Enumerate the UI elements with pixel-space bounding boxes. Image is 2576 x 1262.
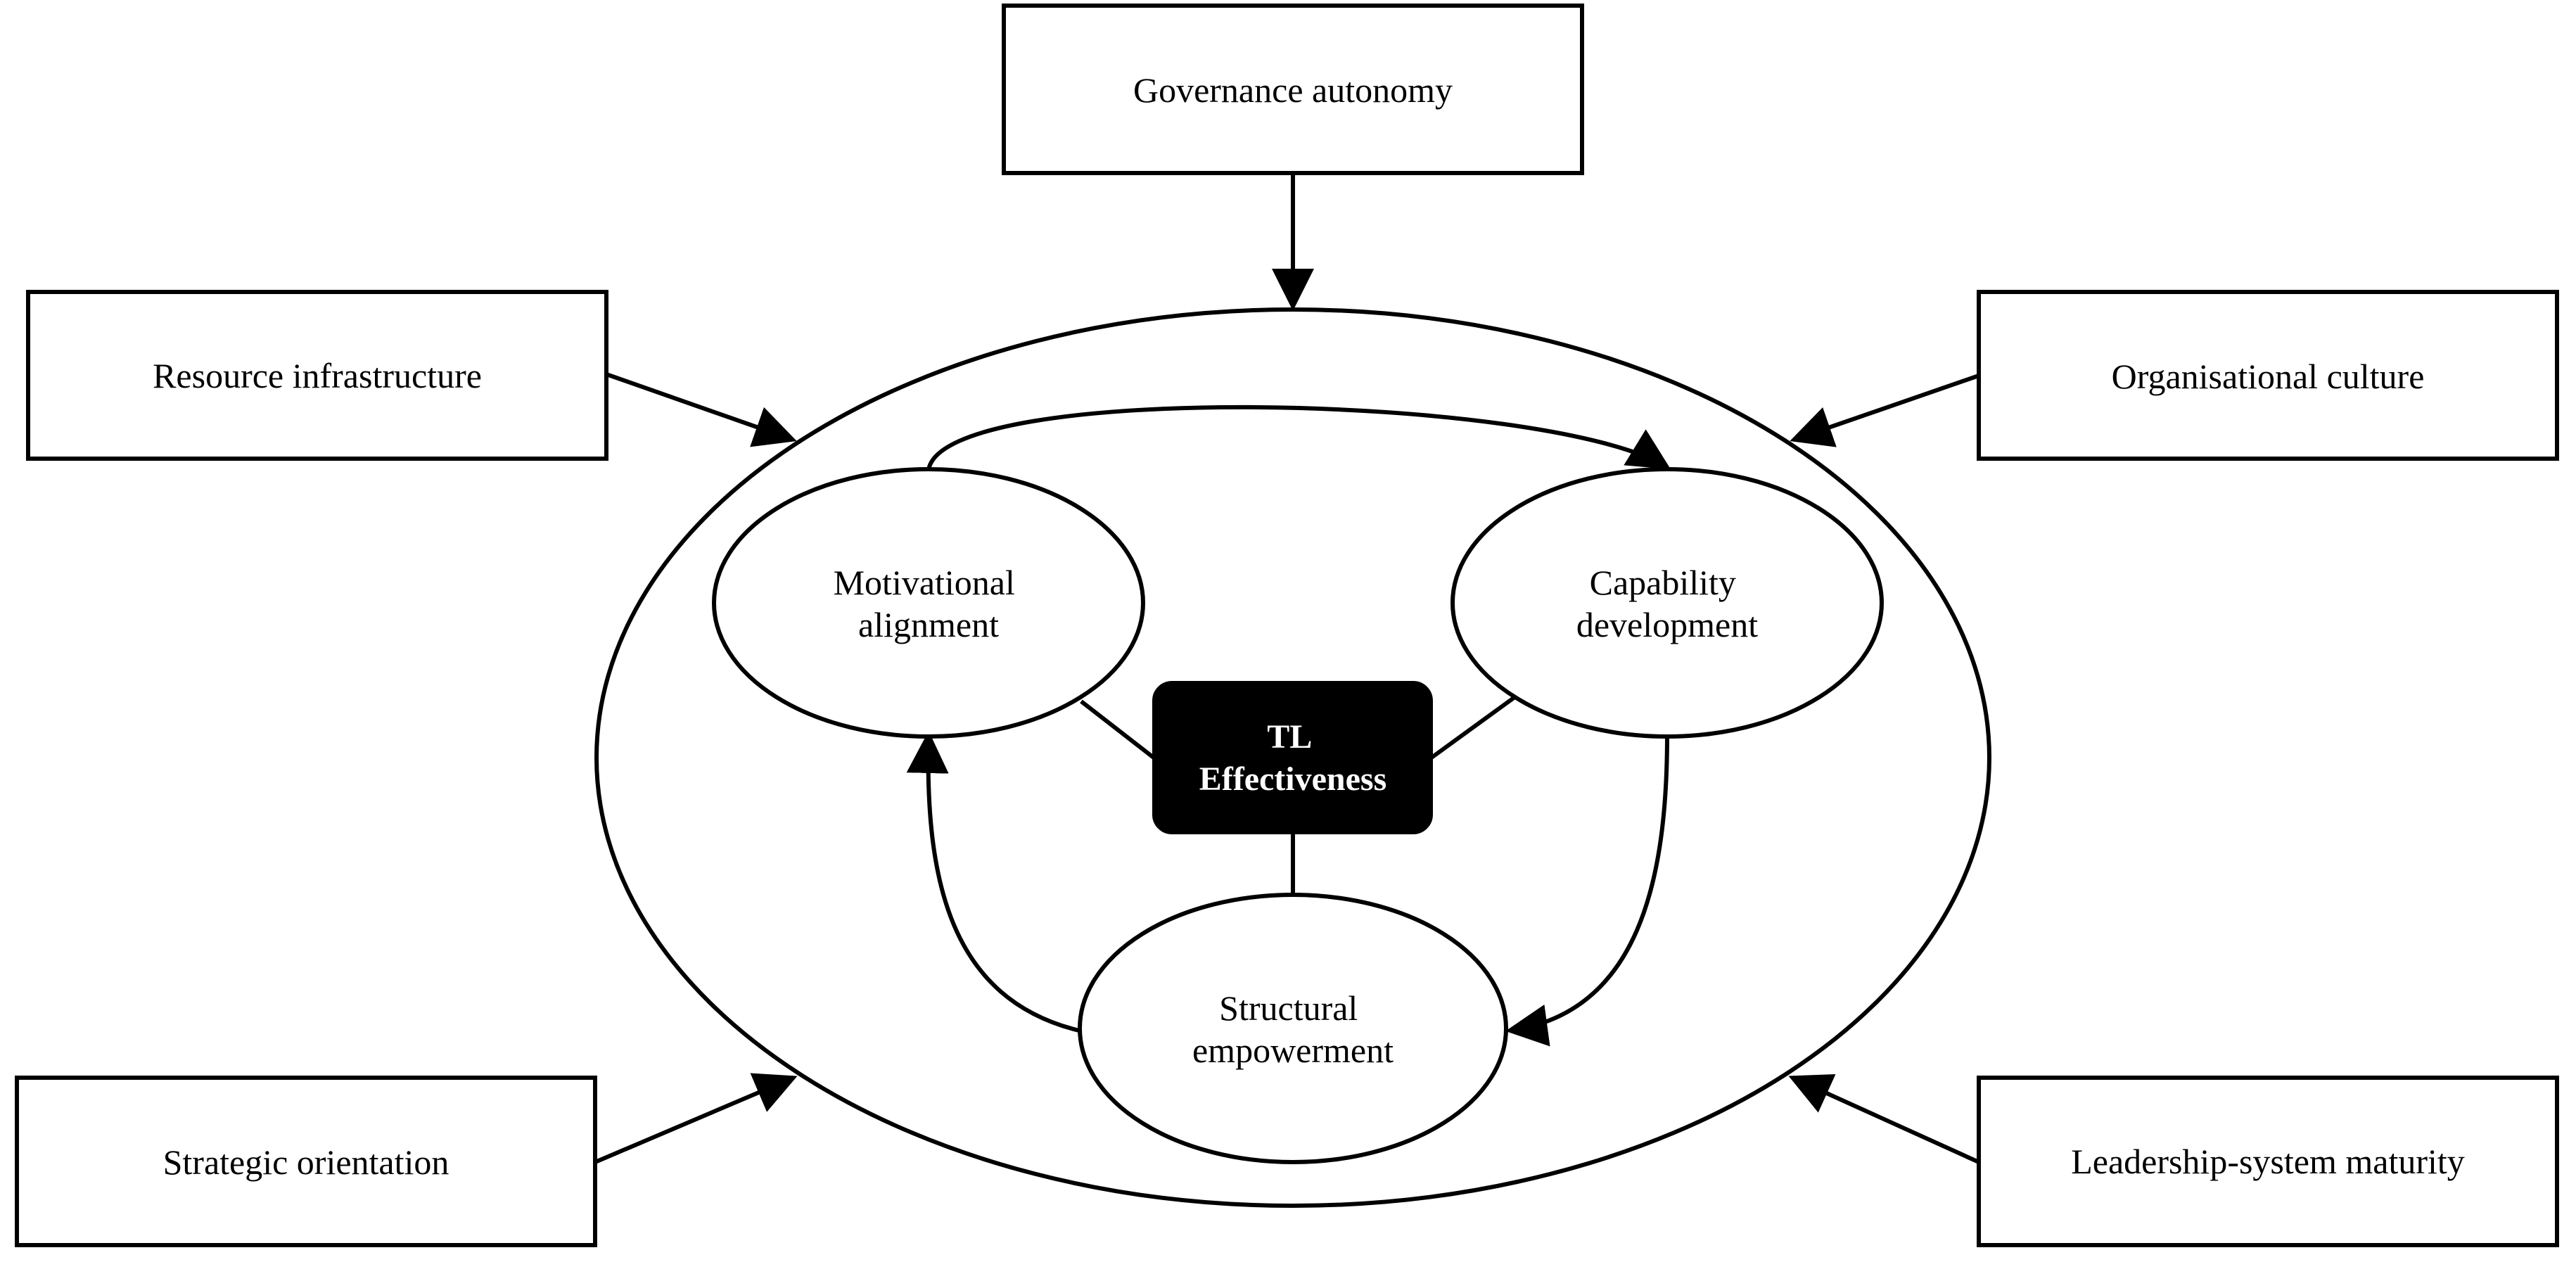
capability-development-node: Capability development bbox=[1450, 467, 1884, 739]
structural-to-motivational-arrow bbox=[906, 731, 1080, 1033]
motivational-line1: Motivational bbox=[834, 563, 1015, 602]
organisational-culture-box: Organisational culture bbox=[1977, 290, 2559, 461]
capability-to-structural-arrow bbox=[1505, 734, 1669, 1047]
structural-empowerment-node: Structural empowerment bbox=[1078, 893, 1508, 1164]
strategic-orientation-box: Strategic orientation bbox=[15, 1076, 597, 1247]
culture-arrow bbox=[1790, 374, 1979, 447]
resource-arrow bbox=[606, 372, 797, 447]
resource-infrastructure-label: Resource infrastructure bbox=[153, 356, 482, 395]
resource-infrastructure-box: Resource infrastructure bbox=[26, 290, 608, 461]
strategic-orientation-label: Strategic orientation bbox=[163, 1142, 449, 1182]
leadership-system-maturity-label: Leadership-system maturity bbox=[2071, 1142, 2465, 1181]
structural-line2: empowerment bbox=[1192, 1031, 1394, 1070]
center-line2: Effectiveness bbox=[1199, 760, 1387, 798]
center-line1: TL bbox=[1267, 718, 1311, 756]
center-to-motivational-line bbox=[1080, 699, 1155, 760]
leadership-system-maturity-box: Leadership-system maturity bbox=[1977, 1076, 2559, 1247]
motivational-alignment-node: Motivational alignment bbox=[712, 467, 1145, 739]
organisational-culture-label: Organisational culture bbox=[2112, 357, 2425, 396]
capability-development-label: Capability development bbox=[1576, 563, 1758, 644]
governance-autonomy-label: Governance autonomy bbox=[1133, 70, 1453, 110]
governance-autonomy-box: Governance autonomy bbox=[1002, 4, 1584, 175]
strategic-arrow bbox=[594, 1073, 798, 1164]
structural-empowerment-label: Structural empowerment bbox=[1192, 988, 1394, 1070]
maturity-arrow bbox=[1788, 1073, 1980, 1164]
motivational-to-capability-arrow bbox=[926, 404, 1671, 471]
motivational-line2: alignment bbox=[858, 605, 999, 644]
center-to-capability-line bbox=[1430, 696, 1515, 760]
structural-line1: Structural bbox=[1219, 988, 1358, 1028]
motivational-alignment-label: Motivational alignment bbox=[834, 563, 1024, 644]
tl-effectiveness-label: TL Effectiveness bbox=[1199, 718, 1387, 798]
capability-line1: Capability bbox=[1590, 563, 1736, 602]
capability-line2: development bbox=[1576, 605, 1758, 644]
tl-effectiveness-box: TL Effectiveness bbox=[1152, 681, 1433, 834]
